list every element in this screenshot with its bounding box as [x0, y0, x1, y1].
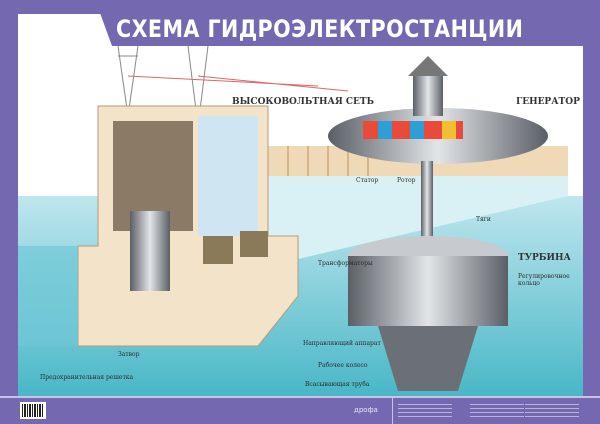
label-transformers: Трансформаторы: [318, 260, 373, 267]
barcode: [20, 402, 46, 419]
label-generator: ГЕНЕРАТОР: [516, 97, 580, 107]
label-trash-rack: Предохранительная решетка: [40, 374, 134, 381]
footer-divider: [392, 398, 393, 424]
turbine-cutaway: [348, 236, 508, 391]
label-turbine: ТУРБИНА: [518, 253, 571, 263]
label-draft-tube: Всасывающая труба: [305, 381, 370, 388]
transformer: [240, 231, 268, 257]
transformer: [203, 236, 233, 264]
imprint-fine-print: [470, 404, 524, 418]
label-runner: Рабочее колесо: [318, 362, 368, 369]
label-regulating-ring: Регулировочное кольцо: [518, 273, 570, 287]
imprint-fine-print: [398, 404, 452, 418]
poster-frame-left: [0, 0, 18, 424]
dam: [268, 146, 568, 266]
hydro-plant-illustration: [18, 46, 583, 396]
publisher-logo: дрофа: [354, 406, 378, 414]
generator-cutaway: [328, 56, 548, 164]
footer-bar: дрофа: [0, 396, 600, 424]
label-grid: ВЫСОКОВОЛЬТНАЯ СЕТЬ: [232, 97, 375, 107]
small-turbine: [130, 211, 170, 291]
title-band: [100, 13, 600, 46]
label-guide-apparatus: Направляющий аппарат: [303, 340, 381, 347]
label-rods: Тяги: [476, 216, 491, 223]
poster-frame-top: [0, 0, 600, 14]
poster-title: СХЕМА ГИДРОЭЛЕКТРОСТАНЦИИ: [116, 15, 524, 43]
label-rotor: Ротор: [397, 177, 416, 184]
label-stator: Статор: [356, 177, 379, 184]
poster-frame-right: [583, 0, 600, 424]
label-gate: Затвор: [118, 351, 140, 358]
imprint-fine-print: [525, 404, 579, 418]
